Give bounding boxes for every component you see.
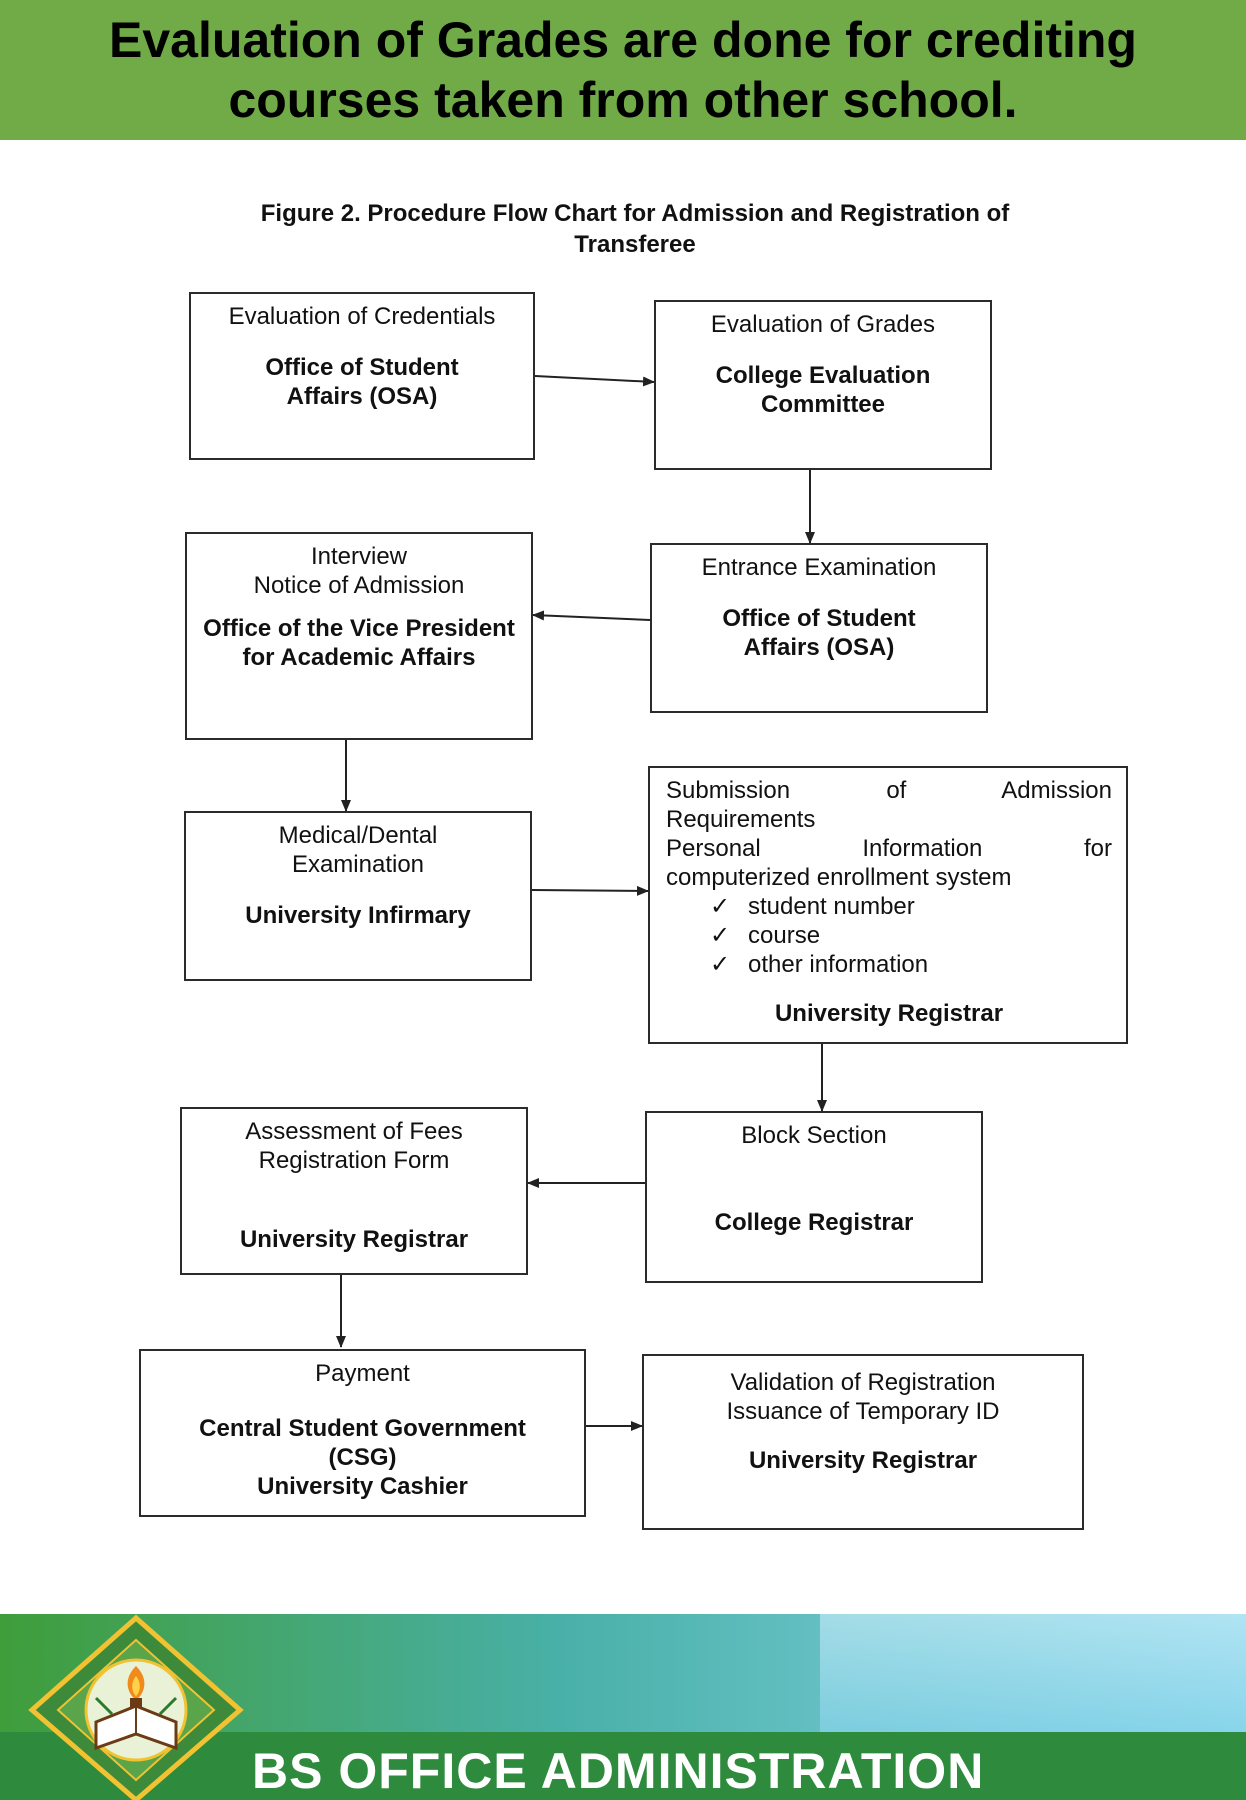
- figure-title: Figure 2. Procedure Flow Chart for Admis…: [260, 200, 1010, 258]
- node-activity: Evaluation of Credentials: [228, 303, 496, 330]
- arrow-medical-to-submission: [531, 885, 649, 896]
- node-office: University Registrar: [239, 1226, 469, 1253]
- checklist-item: ✓ course: [710, 921, 1112, 950]
- node-activity-validation: Validation of Registration: [730, 1369, 996, 1396]
- check-icon: ✓: [710, 893, 731, 920]
- node-activity: Payment: [315, 1360, 410, 1387]
- footer-sky: [820, 1614, 1246, 1732]
- node-office: Office of the Vice President for Academi…: [203, 615, 515, 671]
- node-office-csg: Central Student Government: [199, 1415, 526, 1442]
- node-evaluation-of-grades: Evaluation of Grades College Evaluation …: [654, 300, 992, 470]
- node-activity: Medical/Dental Examination: [278, 822, 438, 878]
- check-icon: ✓: [710, 951, 731, 978]
- arrow-credentials-to-grades: [534, 375, 655, 387]
- node-activity: Block Section: [741, 1122, 887, 1149]
- node-activity-registration-form: Registration Form: [258, 1147, 450, 1174]
- node-office: University Infirmary: [245, 902, 471, 929]
- node-block-section: Block Section College Registrar: [645, 1111, 983, 1283]
- checklist-item-label: other information: [748, 951, 929, 978]
- node-validation-of-registration: Validation of Registration Issuance of T…: [642, 1354, 1084, 1530]
- checklist-item: ✓ student number: [710, 892, 1112, 921]
- banner-title: Evaluation of Grades are done for credit…: [109, 12, 1137, 128]
- requirement-checklist: ✓ student number ✓ course ✓ other informati…: [666, 892, 1112, 979]
- checklist-item-label: student number: [748, 893, 915, 920]
- node-assessment-of-fees: Assessment of Fees Registration Form Uni…: [180, 1107, 528, 1275]
- checklist-item: ✓ other information: [710, 950, 1112, 979]
- node-medical-dental-examination: Medical/Dental Examination University In…: [184, 811, 532, 981]
- node-interview: Interview Notice of Admission Office of …: [185, 532, 533, 740]
- arrow-entrance-to-interview: [532, 610, 651, 621]
- node-office: University Registrar: [748, 1447, 978, 1474]
- footer-band: [0, 1732, 1246, 1800]
- program-title: BS OFFICE ADMINISTRATION: [252, 1743, 985, 1799]
- node-submission-of-requirements: Submission of Admission Requirements Per…: [648, 766, 1128, 1044]
- node-activity-line-2: Requirements: [666, 806, 816, 833]
- node-office: College Registrar: [714, 1209, 914, 1236]
- node-entrance-examination: Entrance Examination Office of Student A…: [650, 543, 988, 713]
- node-office: University Registrar: [774, 1000, 1004, 1027]
- node-evaluation-of-credentials: Evaluation of Credentials Office of Stud…: [189, 292, 535, 460]
- node-activity-line-3: Personal Information for: [666, 835, 1112, 862]
- header-banner: Evaluation of Grades are done for credit…: [0, 0, 1246, 140]
- node-office: College Evaluation Committee: [715, 362, 931, 418]
- node-activity-interview: Interview: [310, 543, 408, 570]
- node-office: Office of Student Affairs (OSA): [722, 605, 916, 661]
- university-seal-logo: [28, 1614, 244, 1800]
- node-activity: Evaluation of Grades: [710, 311, 936, 338]
- check-icon: ✓: [710, 922, 731, 949]
- node-payment: Payment Central Student Government (CSG)…: [139, 1349, 586, 1517]
- node-activity-line-4: computerized enrollment system: [666, 864, 1012, 891]
- node-activity: Entrance Examination: [701, 554, 937, 581]
- node-office-cashier: University Cashier: [257, 1473, 468, 1500]
- node-office: Office of Student Affairs (OSA): [265, 354, 459, 410]
- node-activity-line-1: Submission of Admission: [666, 777, 1112, 804]
- node-office-csg-abbr: (CSG): [328, 1444, 397, 1471]
- node-activity-temporary-id: Issuance of Temporary ID: [726, 1398, 1000, 1425]
- node-activity-notice: Notice of Admission: [253, 572, 465, 599]
- node-activity-assessment: Assessment of Fees: [245, 1118, 463, 1145]
- checklist-item-label: course: [748, 922, 821, 949]
